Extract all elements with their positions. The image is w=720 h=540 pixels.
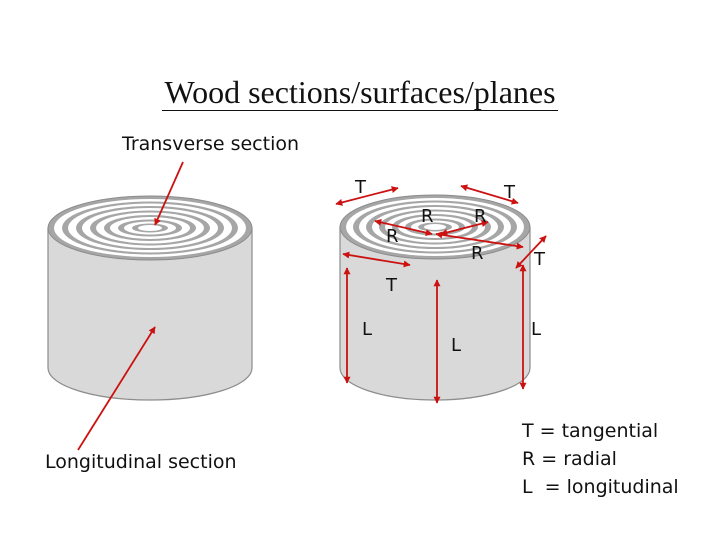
right-log (339, 194, 531, 401)
l-label-left: L (362, 319, 372, 340)
tangential-arrow-top-left (335, 186, 399, 206)
t-label-top-right: T (503, 182, 516, 203)
left-log (47, 195, 253, 401)
legend-longitudinal: L = longitudinal (522, 476, 679, 498)
legend: T = tangential R = radial L = longitudin… (522, 417, 679, 501)
left-log-rings (47, 195, 253, 261)
r-label-top-right: R (474, 206, 487, 227)
t-label-bottom-left: T (385, 275, 398, 296)
longitudinal-section-label: Longitudinal section (45, 451, 237, 473)
tangential-arrow-bottom-left (342, 251, 411, 268)
transverse-section-label: Transverse section (122, 133, 300, 155)
longitudinal-pointer-arrow (77, 326, 156, 451)
legend-tangential: T = tangential (522, 420, 659, 442)
l-label-center: L (451, 335, 461, 356)
t-label-top-left: T (354, 177, 367, 198)
legend-radial: R = radial (522, 448, 617, 470)
r-label-top: R (421, 206, 434, 227)
right-log-rings (339, 194, 531, 260)
l-label-right: L (531, 319, 541, 340)
radial-arrow-left (374, 218, 433, 237)
radial-arrow-bottom (435, 231, 524, 250)
r-label-left: R (386, 226, 399, 247)
t-label-right: T (533, 249, 546, 270)
r-label-bottom: R (471, 243, 484, 264)
tangential-arrow-top-right (460, 184, 519, 205)
transverse-pointer-arrow (154, 161, 184, 226)
tangential-arrow-right (515, 235, 547, 269)
diagram-title: Wood sections/surfaces/planes (162, 74, 558, 111)
